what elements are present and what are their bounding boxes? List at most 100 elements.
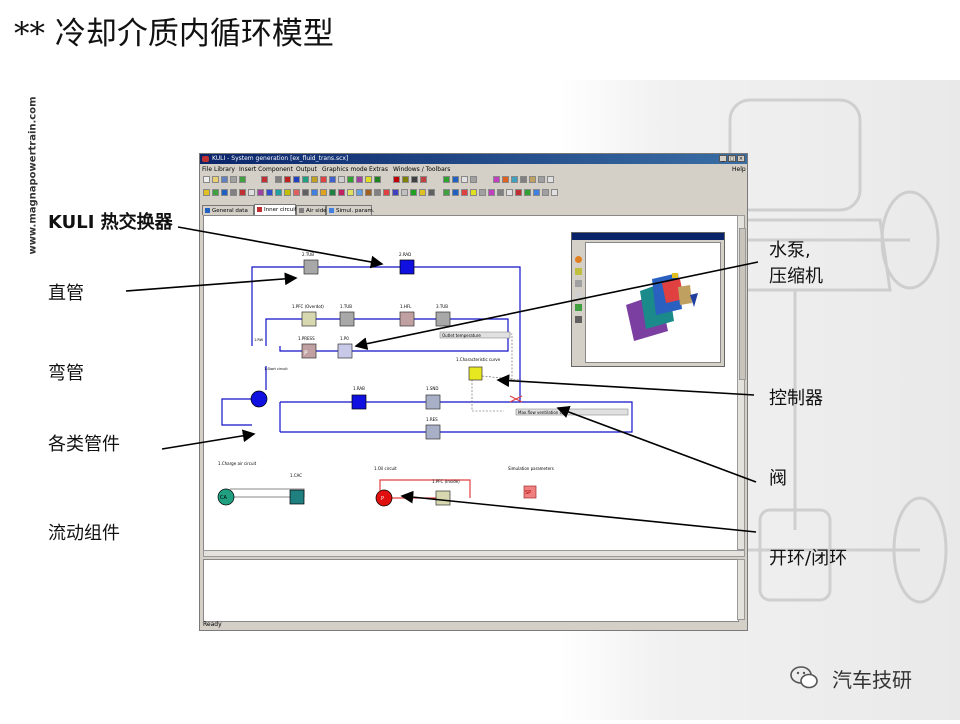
tool-k-icon[interactable]	[511, 176, 518, 183]
tb2-ae-icon[interactable]	[479, 189, 486, 196]
canvas-vertical-scrollbar[interactable]	[737, 215, 746, 550]
tb2-am-icon[interactable]	[551, 189, 558, 196]
stop-icon[interactable]	[261, 176, 268, 183]
menu-insert-component[interactable]: Insert Component	[239, 166, 293, 173]
tool-g-icon[interactable]	[461, 176, 468, 183]
tb2-ak-icon[interactable]	[533, 189, 540, 196]
tb2-a-icon[interactable]	[203, 189, 210, 196]
menu-help[interactable]: Help	[732, 166, 746, 173]
rab-1-node[interactable]	[351, 394, 367, 410]
tab-air-side[interactable]: Air side	[296, 205, 327, 215]
tb2-b-icon[interactable]	[212, 189, 219, 196]
menu-library[interactable]: Library	[214, 166, 235, 173]
open-folder-icon[interactable]	[212, 176, 219, 183]
tb2-r-icon[interactable]	[356, 189, 363, 196]
tb2-u-icon[interactable]	[383, 189, 390, 196]
tb2-ah-icon[interactable]	[506, 189, 513, 196]
tb2-e-icon[interactable]	[239, 189, 246, 196]
tube-3-node[interactable]	[435, 311, 451, 327]
menu-windows-toolbars[interactable]: Windows / Toolbars	[393, 166, 451, 173]
preview-save-icon[interactable]	[575, 316, 582, 323]
tb2-y-icon[interactable]	[419, 189, 426, 196]
tb2-ad-icon[interactable]	[470, 189, 477, 196]
component-tube-icon[interactable]	[275, 176, 282, 183]
component-exchanger-icon[interactable]	[347, 176, 354, 183]
pfc-inside-node[interactable]	[435, 490, 451, 506]
tb2-aa-icon[interactable]	[443, 189, 450, 196]
tool-b-icon[interactable]	[402, 176, 409, 183]
tb2-t-icon[interactable]	[374, 189, 381, 196]
tool-m-icon[interactable]	[529, 176, 536, 183]
tb2-n-icon[interactable]	[320, 189, 327, 196]
preview-viewport[interactable]	[585, 242, 721, 363]
tool-f-icon[interactable]	[452, 176, 459, 183]
minimize-button[interactable]: _	[719, 155, 727, 162]
tb2-s-icon[interactable]	[365, 189, 372, 196]
tb2-h-icon[interactable]	[266, 189, 273, 196]
new-file-icon[interactable]	[203, 176, 210, 183]
tb2-ai-icon[interactable]	[515, 189, 522, 196]
tb2-c-icon[interactable]	[221, 189, 228, 196]
tb2-o-icon[interactable]	[329, 189, 336, 196]
tool-o-icon[interactable]	[547, 176, 554, 183]
component-valve-icon[interactable]	[320, 176, 327, 183]
component-control-icon[interactable]	[365, 176, 372, 183]
component-fan-icon[interactable]	[311, 176, 318, 183]
tube-1-node[interactable]	[339, 311, 355, 327]
window-titlebar[interactable]: KULI - System generation [ex_fluid_trans…	[200, 154, 747, 164]
tab-simul-param[interactable]: Simul. param.	[326, 205, 375, 215]
tb2-f-icon[interactable]	[248, 189, 255, 196]
tb2-ac-icon[interactable]	[461, 189, 468, 196]
tool-a-icon[interactable]	[393, 176, 400, 183]
canvas-horizontal-scrollbar[interactable]	[203, 550, 745, 557]
component-cooler-icon[interactable]	[302, 176, 309, 183]
component-flow-icon[interactable]	[374, 176, 381, 183]
tool-d-icon[interactable]	[420, 176, 427, 183]
close-button[interactable]: ×	[737, 155, 745, 162]
menu-output[interactable]: Output	[296, 166, 317, 173]
component-press-icon[interactable]	[356, 176, 363, 183]
tb2-v-icon[interactable]	[392, 189, 399, 196]
tb2-al-icon[interactable]	[542, 189, 549, 196]
charge-air-pump-node[interactable]	[217, 488, 235, 506]
preview-fit-icon[interactable]	[575, 292, 582, 299]
tb2-af-icon[interactable]	[488, 189, 495, 196]
tb2-k-icon[interactable]	[293, 189, 300, 196]
run-icon[interactable]	[239, 176, 246, 183]
tb2-d-icon[interactable]	[230, 189, 237, 196]
maxflow-box[interactable]	[515, 408, 629, 416]
tool-i-icon[interactable]	[493, 176, 500, 183]
component-radiator-icon[interactable]	[293, 176, 300, 183]
tool-j-icon[interactable]	[502, 176, 509, 183]
tb2-aj-icon[interactable]	[524, 189, 531, 196]
component-pump-icon[interactable]	[329, 176, 336, 183]
oil-pump-node[interactable]	[375, 489, 393, 507]
tb2-j-icon[interactable]	[284, 189, 291, 196]
valve-node[interactable]	[509, 395, 523, 403]
tool-e-icon[interactable]	[443, 176, 450, 183]
tb2-z-icon[interactable]	[428, 189, 435, 196]
pump-1-node[interactable]	[250, 390, 268, 408]
tab-inner-circuit[interactable]: Inner circuit	[254, 204, 297, 215]
tube-2-node[interactable]	[303, 259, 319, 275]
message-pane[interactable]	[203, 559, 739, 622]
tool-c-icon[interactable]	[411, 176, 418, 183]
tb2-w-icon[interactable]	[401, 189, 408, 196]
component-sensor-icon[interactable]	[338, 176, 345, 183]
snd-1-node[interactable]	[425, 394, 441, 410]
tool-h-icon[interactable]	[470, 176, 477, 183]
preview-3d-window[interactable]	[571, 232, 725, 367]
res-1-node[interactable]	[425, 424, 441, 440]
print-icon[interactable]	[230, 176, 237, 183]
hfl-1-node[interactable]	[399, 311, 415, 327]
menu-file[interactable]: File	[202, 166, 213, 173]
tb2-i-icon[interactable]	[275, 189, 282, 196]
preview-light-icon[interactable]	[575, 304, 582, 311]
tb2-g-icon[interactable]	[257, 189, 264, 196]
characteristic-curve-node[interactable]	[468, 366, 483, 381]
tab-general-data[interactable]: General data	[202, 205, 254, 215]
maximize-button[interactable]: □	[728, 155, 736, 162]
preview-zoom-icon[interactable]	[575, 280, 582, 287]
press-1-node[interactable]	[301, 343, 317, 359]
component-oil-icon[interactable]	[284, 176, 291, 183]
